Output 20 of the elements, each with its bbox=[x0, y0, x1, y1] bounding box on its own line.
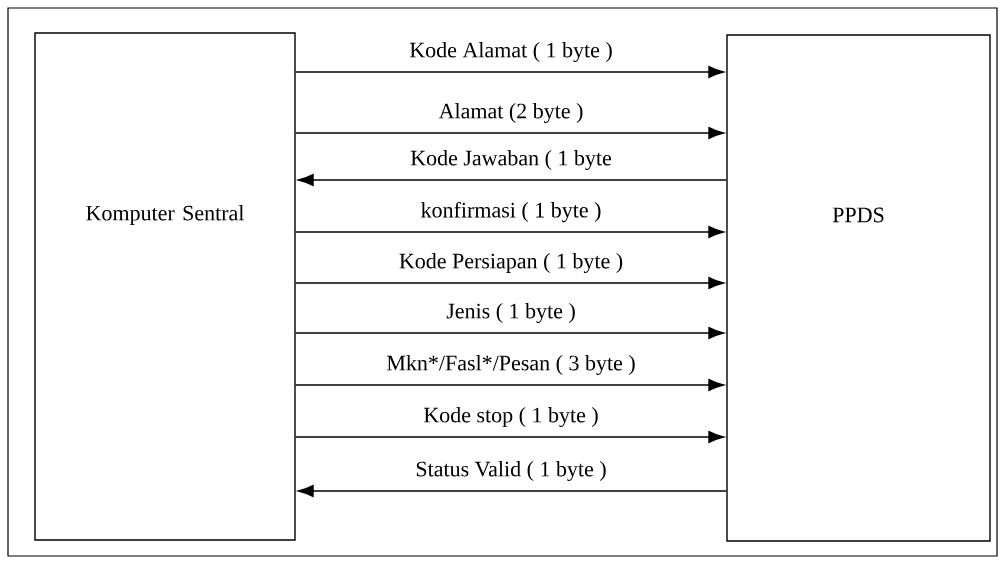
arrow bbox=[295, 127, 725, 139]
edge-label: Alamat (2 byte ) bbox=[437, 102, 585, 124]
edge-label: Kode Jawaban ( 1 byte bbox=[409, 149, 613, 171]
edge-label: Mkn*/Fasl*/Pesan ( 3 byte ) bbox=[385, 354, 637, 376]
edge-label: Kode Alamat ( 1 byte ) bbox=[408, 41, 614, 63]
arrow bbox=[298, 485, 727, 497]
arrow bbox=[295, 327, 725, 339]
arrow bbox=[295, 431, 725, 443]
edge-label: Kode Persiapan ( 1 byte ) bbox=[397, 252, 625, 274]
process-box: PPDS bbox=[726, 34, 991, 542]
edge-label: konfirmasi ( 1 byte ) bbox=[419, 200, 603, 224]
edge-label: Kode stop ( 1 byte ) bbox=[422, 406, 600, 428]
arrow bbox=[298, 174, 727, 186]
arrow bbox=[295, 277, 725, 289]
arrow bbox=[295, 226, 725, 238]
process-box: Komputer Sentral bbox=[34, 32, 296, 541]
arrow bbox=[295, 66, 725, 78]
arrow bbox=[295, 379, 725, 391]
edge-label: Status Valid ( 1 byte ) bbox=[414, 460, 608, 482]
edge-label: Jenis ( 1 byte ) bbox=[445, 302, 577, 324]
